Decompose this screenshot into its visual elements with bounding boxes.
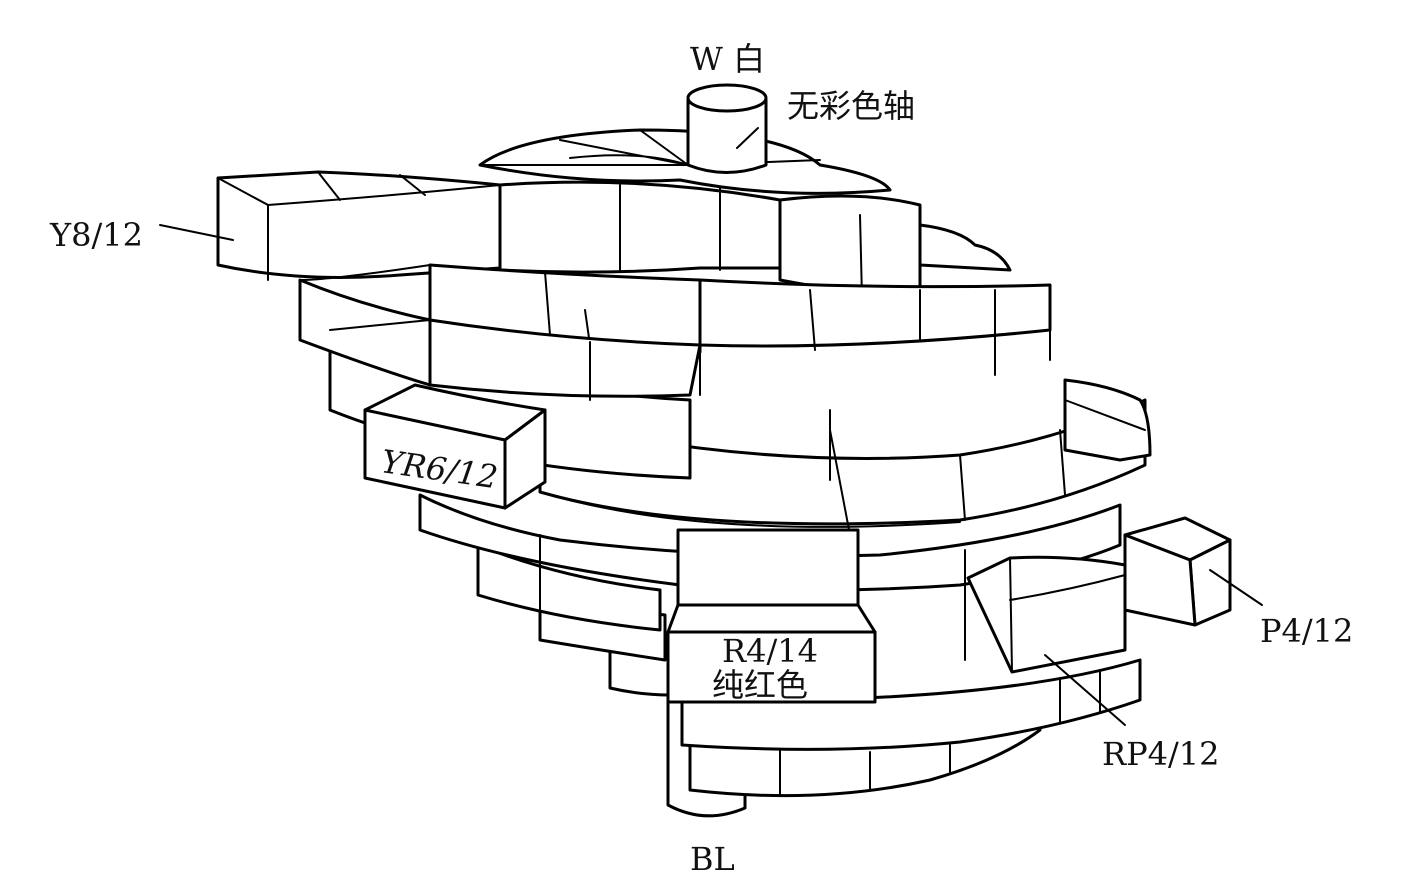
top-tiers: [216, 128, 1152, 462]
block-p4-12: [1123, 516, 1232, 627]
block-r4-14: [666, 528, 877, 704]
label-purple: P4/12: [1260, 612, 1353, 650]
leader-yellow: [159, 224, 234, 241]
achromatic-axis-top: [686, 83, 768, 174]
label-black-bottom: BL: [690, 840, 735, 878]
label-achromatic-axis: 无彩色轴: [787, 87, 915, 125]
label-red: R4/14: [722, 632, 818, 670]
label-red-name: 纯红色: [712, 666, 808, 704]
label-white-top: W 白: [690, 40, 765, 78]
leader-purple: [1209, 569, 1263, 606]
leader-axis: [736, 127, 759, 149]
block-yr6-12: [363, 383, 547, 510]
label-yellow: Y8/12: [49, 216, 143, 254]
block-rp4-12: [966, 555, 1127, 674]
leader-lines: [159, 127, 1263, 726]
leader-red-purple: [1044, 654, 1126, 726]
label-red-purple: RP4/12: [1102, 735, 1219, 773]
